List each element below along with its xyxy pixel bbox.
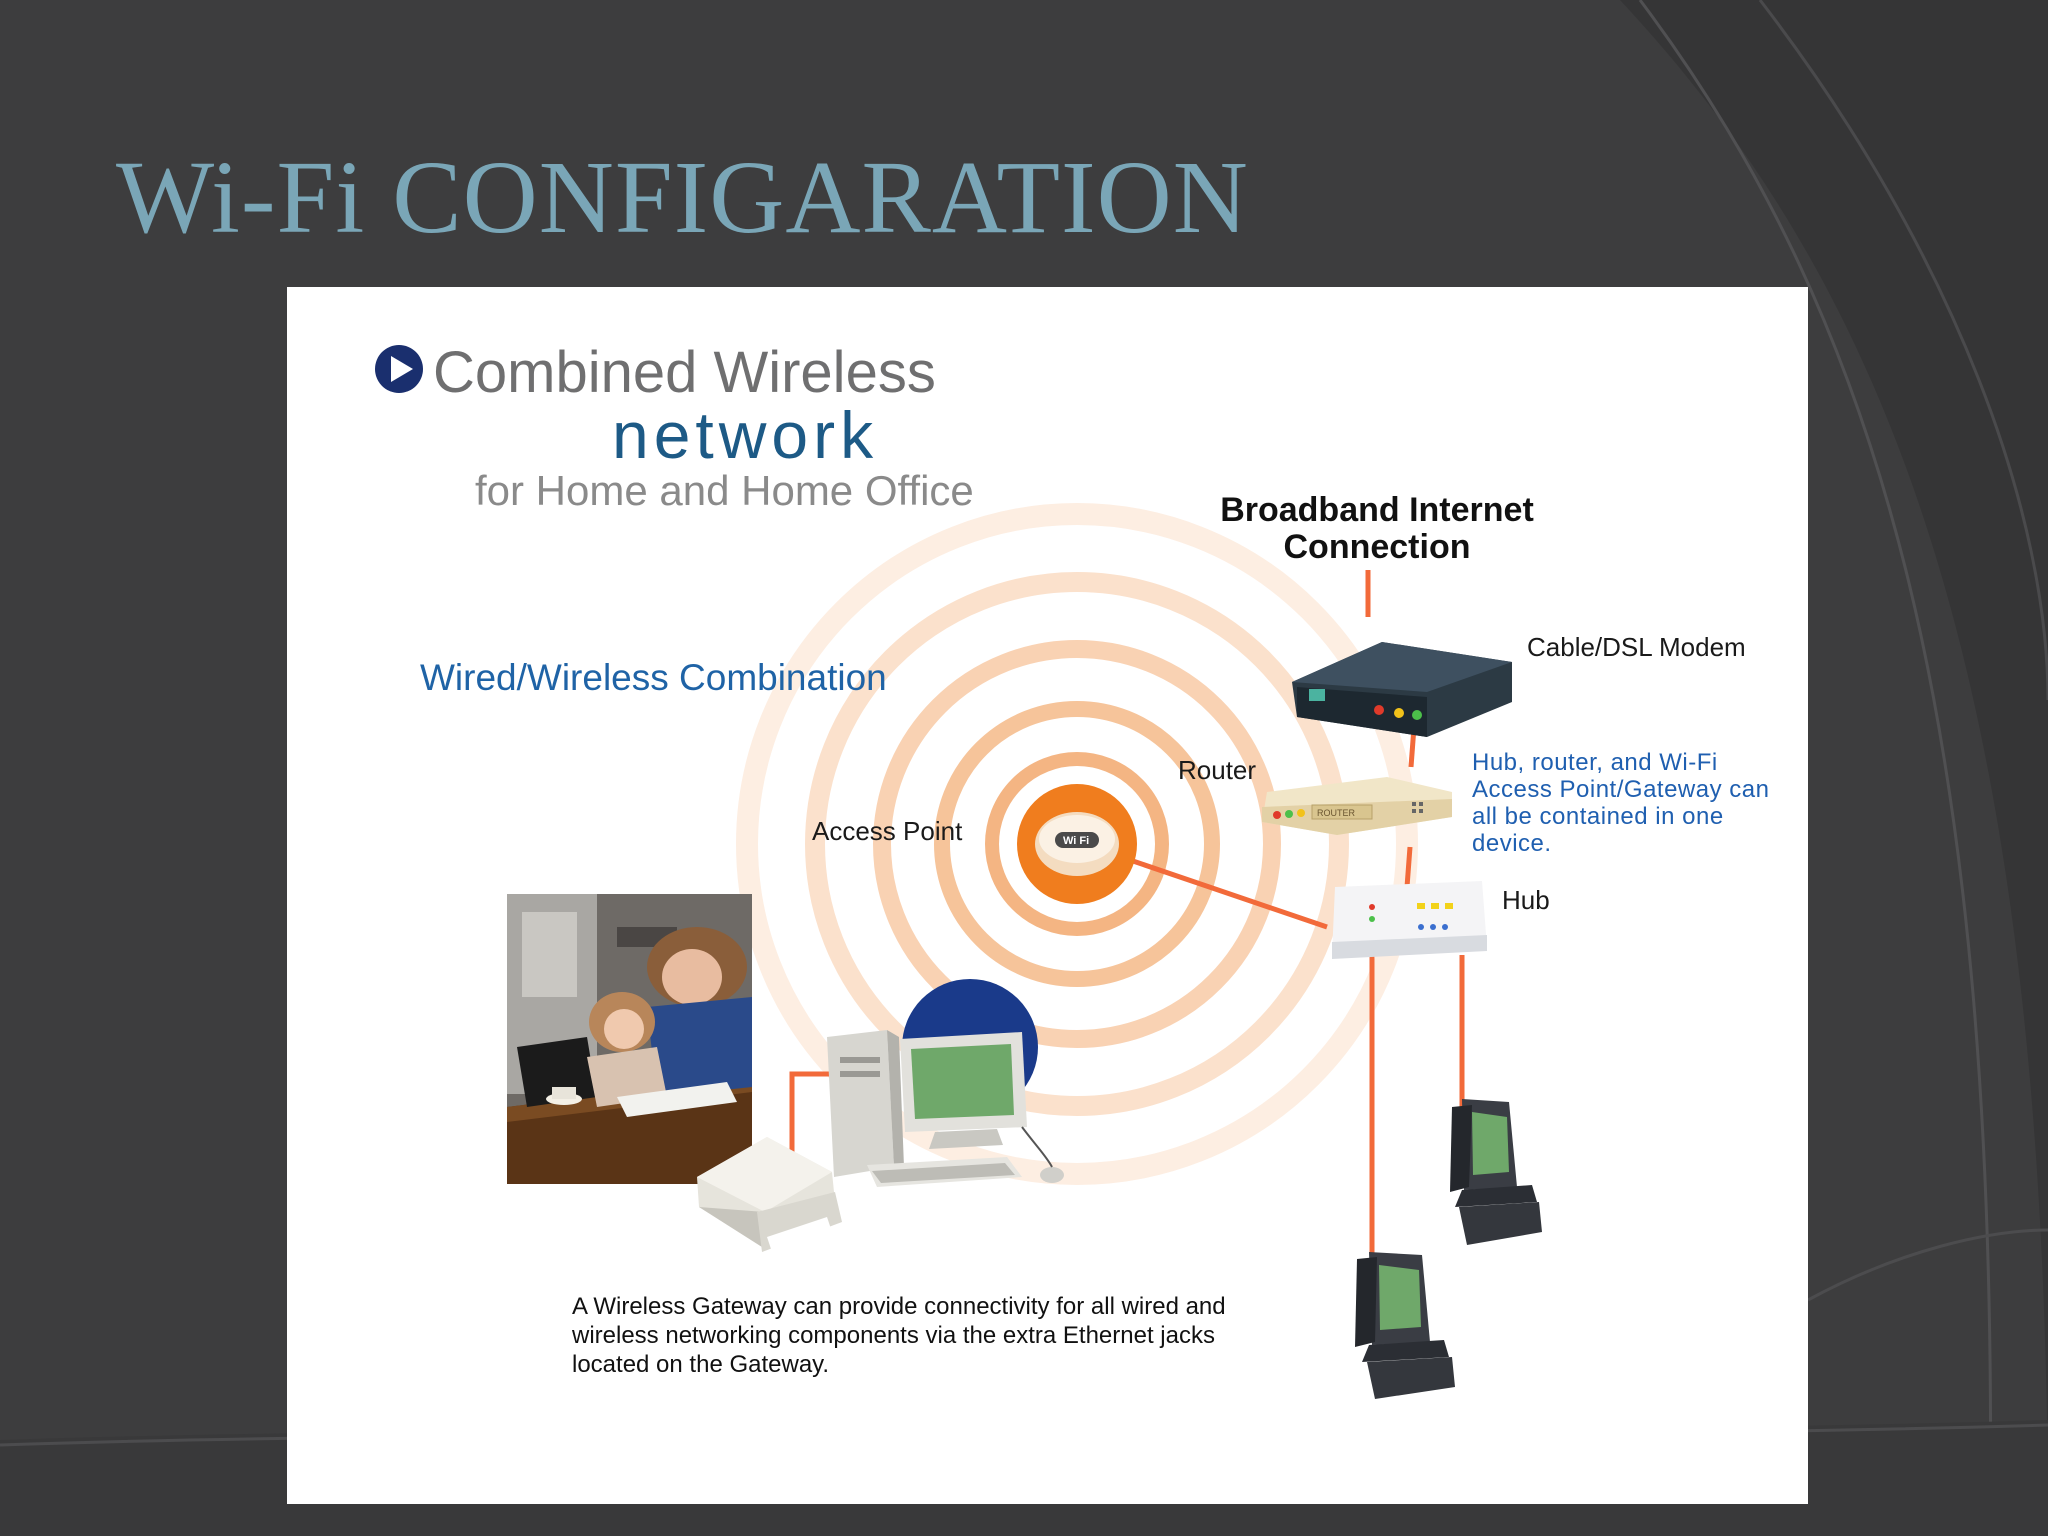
router-device-text: ROUTER <box>1317 808 1356 818</box>
monitor-icon-lower <box>1355 1252 1455 1399</box>
slide-title: Wi-Fi CONFIGARATION <box>116 140 1249 255</box>
diagram-heading-line3: for Home and Home Office <box>475 467 974 514</box>
access-point-icon: Wi Fi <box>1017 784 1137 904</box>
printer-icon <box>697 1137 842 1252</box>
hub-note: Hub, router, and Wi-Fi Access Point/Gate… <box>1472 749 1770 857</box>
desktop-computer-icon <box>827 979 1064 1187</box>
diagram-heading-line2: network <box>612 398 879 472</box>
play-arrow-icon <box>375 345 423 393</box>
router-label: Router <box>1178 755 1257 785</box>
modem-icon <box>1292 642 1512 737</box>
gateway-note: A Wireless Gateway can provide connectiv… <box>572 1293 1226 1378</box>
hub-label: Hub <box>1502 885 1550 915</box>
diagram-panel: ROUTER Wi Fi <box>287 287 1808 1504</box>
network-diagram: ROUTER Wi Fi <box>375 345 1542 1399</box>
wireless-signal-rings <box>736 503 1418 1185</box>
family-photo <box>507 894 752 1184</box>
diagram-heading-line1: Combined Wireless <box>433 340 936 405</box>
monitor-icon-upper <box>1450 1099 1542 1245</box>
hub-icon <box>1332 881 1487 959</box>
wifi-badge-text: Wi Fi <box>1063 835 1089 847</box>
broadband-label: Broadband Internet Connection <box>1220 491 1534 566</box>
access-point-label: Access Point <box>812 816 963 846</box>
diagram-subheading: Wired/Wireless Combination <box>420 657 887 698</box>
router-icon: ROUTER <box>1262 777 1452 835</box>
modem-label: Cable/DSL Modem <box>1527 632 1746 662</box>
